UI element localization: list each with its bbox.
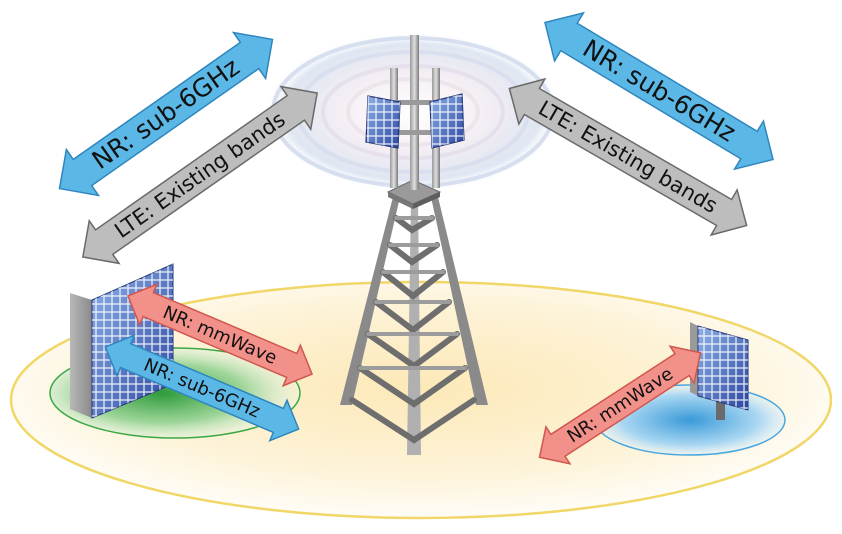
tower-antenna-right bbox=[429, 93, 465, 149]
tower-antenna-left bbox=[365, 95, 401, 149]
arrow-nr-sub6-right: NR: sub-6GHz bbox=[544, 11, 774, 171]
cell-tower bbox=[340, 35, 488, 455]
right-small-cell-antenna bbox=[690, 322, 749, 420]
